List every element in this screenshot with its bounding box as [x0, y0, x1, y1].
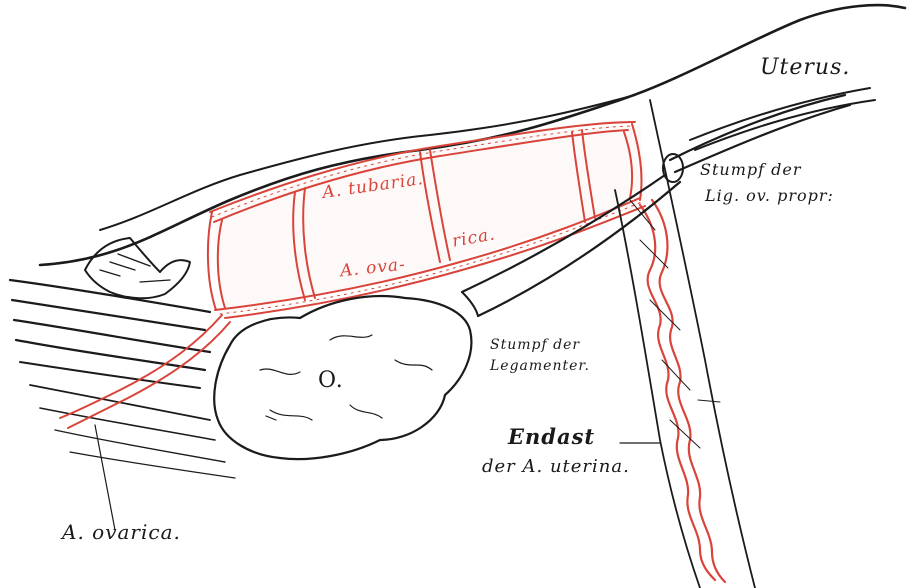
fimbriae — [85, 238, 190, 298]
ligament-fibers — [10, 280, 235, 478]
label-endast: Endast — [508, 424, 595, 449]
fimbriae-strands — [100, 254, 170, 282]
label-stumpf-lig: Stumpf der — [700, 160, 801, 179]
label-endast-2: der A. uterina. — [482, 456, 630, 477]
label-stumpf-mesov: Stumpf der — [490, 337, 580, 353]
ovary-surface — [260, 335, 432, 420]
label-stumpf-mesov-2: Legamenter. — [490, 358, 590, 374]
uterine-artery — [640, 200, 725, 582]
label-uterus: Uterus. — [760, 55, 850, 80]
label-a-ovarica-lower: A. ovarica. — [62, 520, 181, 544]
label-ovary: O. — [318, 368, 344, 393]
label-stumpf-lig-2: Lig. ov. propr: — [705, 186, 834, 205]
